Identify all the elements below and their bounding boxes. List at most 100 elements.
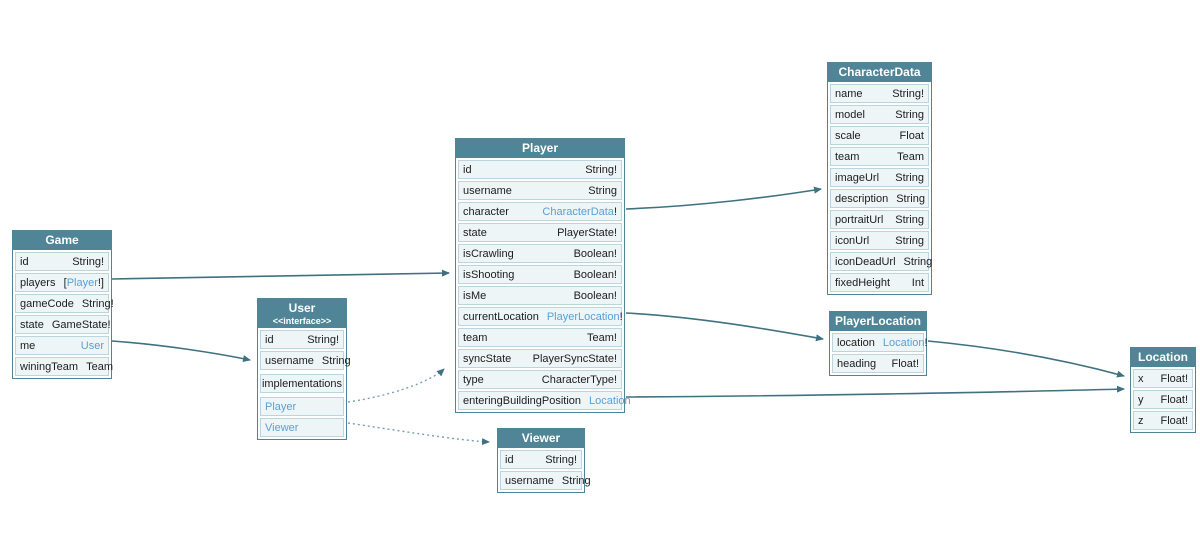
field-row[interactable]: gameCode String! bbox=[15, 294, 114, 313]
type-link[interactable]: User bbox=[80, 339, 104, 352]
field-row[interactable]: team Team bbox=[830, 147, 929, 166]
type-suffix: String! bbox=[81, 297, 114, 310]
field-name: fixedHeight bbox=[835, 276, 891, 289]
type-suffix: String! bbox=[892, 87, 924, 100]
entity-viewer[interactable]: Viewer id String! username String bbox=[497, 428, 591, 493]
field-row[interactable]: username String bbox=[458, 181, 622, 200]
entity-user-header[interactable]: User <<interface>> bbox=[258, 299, 346, 328]
field-row[interactable]: winingTeam Team bbox=[15, 357, 113, 376]
field-row[interactable]: heading Float! bbox=[832, 354, 924, 373]
type-link[interactable]: PlayerLocation bbox=[546, 310, 620, 323]
type-link[interactable]: Player bbox=[66, 276, 98, 289]
entity-location-header[interactable]: Location bbox=[1131, 348, 1195, 367]
field-type: String bbox=[895, 172, 924, 184]
entity-playerlocation[interactable]: PlayerLocation location Location! headin… bbox=[829, 311, 928, 376]
implementation-link[interactable]: Viewer bbox=[265, 421, 299, 434]
type-suffix: String bbox=[321, 354, 351, 367]
entity-game-header[interactable]: Game bbox=[13, 231, 111, 250]
type-link[interactable]: Location bbox=[589, 394, 631, 407]
field-row[interactable]: syncState PlayerSyncState! bbox=[458, 349, 622, 368]
entity-user[interactable]: User <<interface>> id String! username S… bbox=[257, 298, 351, 440]
entity-player-fields: id String! username String character Cha… bbox=[456, 158, 631, 410]
field-type: Int bbox=[912, 277, 924, 289]
field-row[interactable]: id String! bbox=[458, 160, 622, 179]
field-row[interactable]: character CharacterData! bbox=[458, 202, 622, 221]
field-row[interactable]: team Team! bbox=[458, 328, 622, 347]
field-type: String bbox=[322, 355, 351, 367]
field-type: String bbox=[588, 185, 617, 197]
type-suffix: String bbox=[895, 234, 924, 247]
field-row[interactable]: username String bbox=[260, 351, 351, 370]
field-row[interactable]: scale Float bbox=[830, 126, 929, 145]
field-row[interactable]: id String! bbox=[15, 252, 109, 271]
type-link[interactable]: Location bbox=[882, 336, 925, 349]
field-row[interactable]: imageUrl String bbox=[830, 168, 929, 187]
field-name: currentLocation bbox=[463, 310, 539, 323]
field-type: Boolean! bbox=[574, 290, 617, 302]
field-type: Float! bbox=[1160, 394, 1188, 406]
field-row[interactable]: z Float! bbox=[1133, 411, 1193, 430]
entity-viewer-header[interactable]: Viewer bbox=[498, 429, 584, 448]
entity-user-implementations-section: implementations bbox=[258, 372, 346, 393]
field-row[interactable]: id String! bbox=[260, 330, 344, 349]
field-row[interactable]: location Location! bbox=[832, 333, 928, 352]
type-link[interactable]: CharacterData bbox=[542, 205, 614, 218]
field-row[interactable]: enteringBuildingPosition Location bbox=[458, 391, 631, 410]
field-row[interactable]: y Float! bbox=[1133, 390, 1193, 409]
field-type: [Player!] bbox=[64, 277, 104, 289]
implementation-row[interactable]: Viewer bbox=[260, 418, 344, 437]
entity-user-implementations: Player Viewer bbox=[258, 395, 346, 437]
entity-title: Player bbox=[521, 141, 559, 155]
field-row[interactable]: id String! bbox=[500, 450, 582, 469]
field-row[interactable]: description String bbox=[830, 189, 929, 208]
field-row[interactable]: iconDeadUrl String bbox=[830, 252, 932, 271]
entity-playerlocation-fields: location Location! heading Float! bbox=[830, 331, 928, 373]
entity-title: Game bbox=[45, 233, 79, 247]
field-row[interactable]: state GameState! bbox=[15, 315, 111, 334]
entity-characterdata[interactable]: CharacterData name String! model String … bbox=[827, 62, 932, 295]
field-row[interactable]: players [Player!] bbox=[15, 273, 109, 292]
edge-playerlocation-location-to-location bbox=[927, 340, 1125, 378]
field-row[interactable]: iconUrl String bbox=[830, 231, 929, 250]
entity-player-header[interactable]: Player bbox=[456, 139, 624, 158]
entity-location[interactable]: Location x Float! y Float! z Float! bbox=[1130, 347, 1196, 433]
field-row[interactable]: fixedHeight Int bbox=[830, 273, 929, 292]
field-name: username bbox=[265, 354, 314, 367]
field-row[interactable]: isCrawling Boolean! bbox=[458, 244, 622, 263]
type-prefix: [ bbox=[63, 276, 67, 289]
field-name: portraitUrl bbox=[835, 213, 884, 226]
field-name: location bbox=[837, 336, 875, 349]
field-name: id bbox=[463, 163, 472, 176]
type-suffix: Int bbox=[911, 276, 924, 289]
field-name: description bbox=[835, 192, 889, 205]
type-suffix: String! bbox=[545, 453, 577, 466]
type-suffix: Team! bbox=[587, 331, 617, 344]
field-row[interactable]: isShooting Boolean! bbox=[458, 265, 622, 284]
field-type: String bbox=[895, 235, 924, 247]
field-type: String bbox=[895, 109, 924, 121]
type-suffix: Float! bbox=[891, 357, 919, 370]
field-type: String bbox=[895, 214, 924, 226]
entity-game[interactable]: Game id String! players [Player!] gameCo… bbox=[12, 230, 114, 379]
field-row[interactable]: state PlayerState! bbox=[458, 223, 622, 242]
entity-player[interactable]: Player id String! username String charac… bbox=[455, 138, 631, 413]
field-row[interactable]: currentLocation PlayerLocation! bbox=[458, 307, 623, 326]
field-row[interactable]: type CharacterType! bbox=[458, 370, 622, 389]
entity-playerlocation-header[interactable]: PlayerLocation bbox=[830, 312, 926, 331]
field-type: String! bbox=[892, 88, 924, 100]
field-row[interactable]: username String bbox=[500, 471, 591, 490]
type-suffix: String bbox=[561, 474, 591, 487]
implementation-row[interactable]: Player bbox=[260, 397, 344, 416]
field-row[interactable]: isMe Boolean! bbox=[458, 286, 622, 305]
type-suffix: PlayerState! bbox=[557, 226, 617, 239]
entity-characterdata-header[interactable]: CharacterData bbox=[828, 63, 931, 82]
implementation-link[interactable]: Player bbox=[265, 400, 297, 413]
field-row[interactable]: x Float! bbox=[1133, 369, 1193, 388]
type-suffix: String bbox=[895, 213, 924, 226]
field-row[interactable]: portraitUrl String bbox=[830, 210, 929, 229]
field-type: String bbox=[562, 475, 591, 487]
type-suffix: String! bbox=[307, 333, 339, 346]
field-row[interactable]: model String bbox=[830, 105, 929, 124]
field-row[interactable]: name String! bbox=[830, 84, 929, 103]
field-row[interactable]: me User bbox=[15, 336, 109, 355]
